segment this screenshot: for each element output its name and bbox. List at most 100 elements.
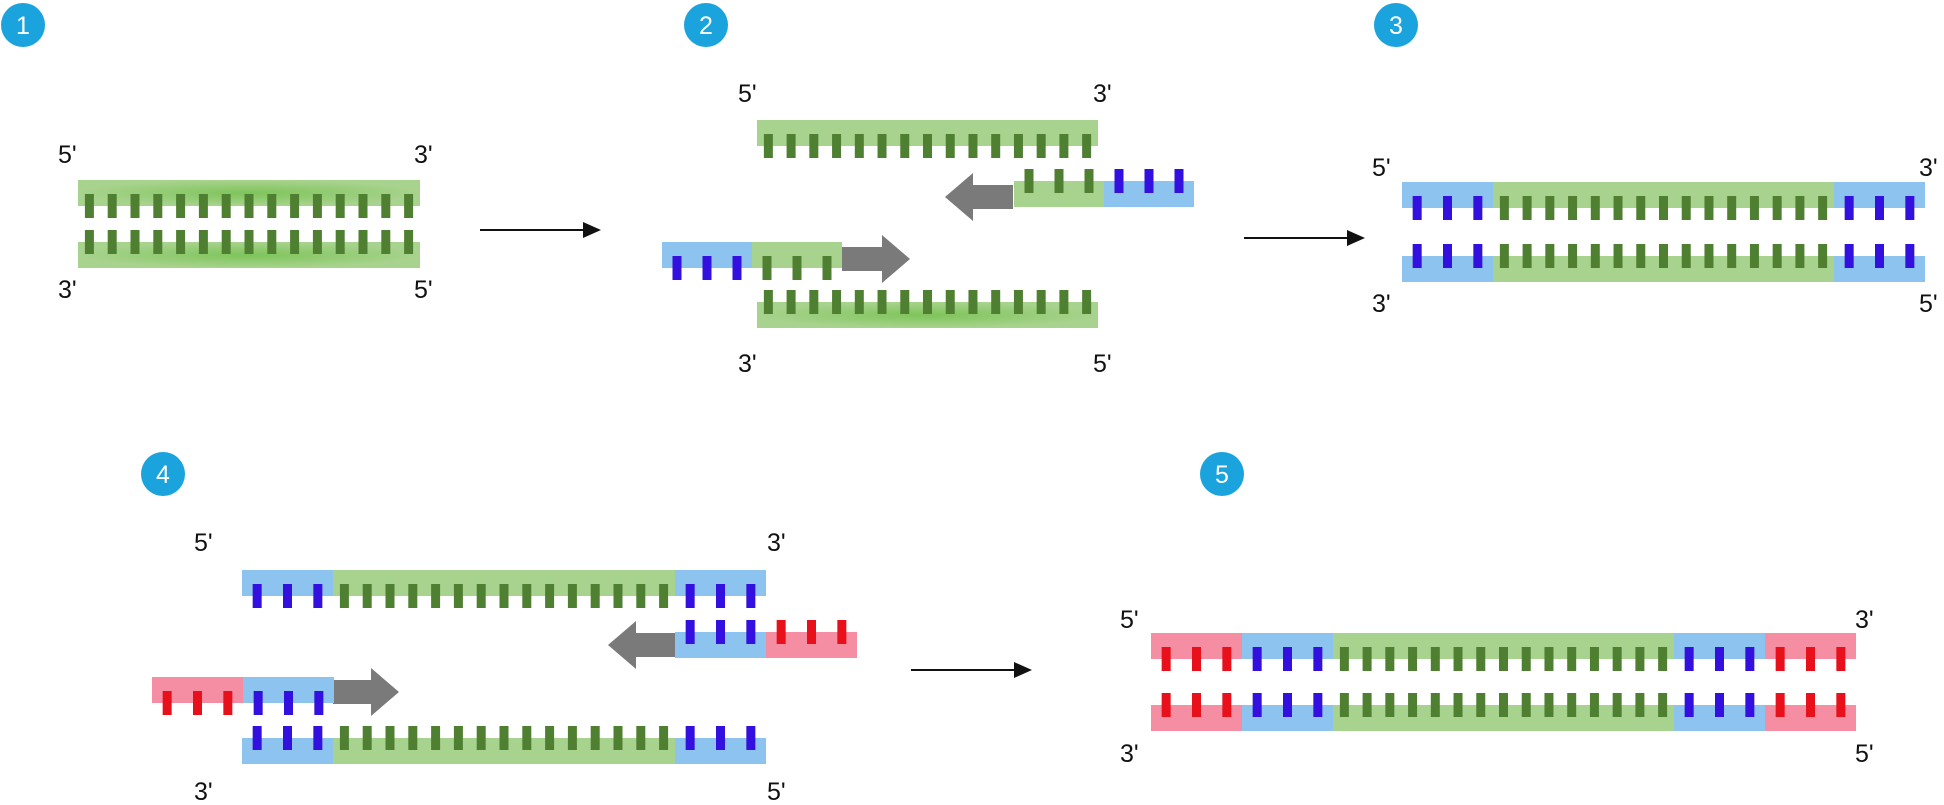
base-pair-tick xyxy=(685,584,695,608)
base-pair-tick xyxy=(244,230,254,254)
end-label: 3' xyxy=(1120,740,1139,768)
base-pair-tick xyxy=(1772,244,1782,268)
base-pair-tick xyxy=(968,290,978,314)
base-pair-tick xyxy=(923,290,932,314)
base-pair-tick xyxy=(613,584,623,608)
base-pair-tick xyxy=(404,194,414,218)
base-pair-tick xyxy=(807,620,816,644)
base-pair-tick xyxy=(522,584,532,608)
base-pair-tick xyxy=(284,691,293,715)
base-pair-tick xyxy=(1521,693,1531,717)
base-pair-tick xyxy=(1568,196,1578,220)
base-pair-tick xyxy=(1684,693,1694,717)
base-pair-tick xyxy=(716,726,725,750)
base-pair-tick xyxy=(590,584,600,608)
base-pair-tick xyxy=(1635,647,1645,671)
base-pair-tick xyxy=(153,230,163,254)
end-label: 3' xyxy=(194,778,213,805)
base-pair-tick xyxy=(1412,244,1422,268)
end-label: 5' xyxy=(414,276,433,304)
dna-strands xyxy=(78,120,1925,764)
base-pair-tick xyxy=(1875,196,1884,220)
base-pair-tick xyxy=(1192,647,1201,671)
base-pair-tick xyxy=(1192,693,1201,717)
base-pair-tick xyxy=(1036,290,1046,314)
base-pair-tick xyxy=(1521,647,1531,671)
base-pair-tick xyxy=(1568,244,1578,268)
base-pair-tick xyxy=(130,230,140,254)
base-pair-tick xyxy=(1681,196,1691,220)
base-pair-tick xyxy=(1252,647,1262,671)
base-pair-tick xyxy=(283,726,292,750)
base-pair-tick xyxy=(763,290,773,314)
base-pair-tick xyxy=(1362,693,1372,717)
base-pair-tick xyxy=(613,726,623,750)
process-arrow-3 xyxy=(911,662,1032,678)
base-pair-tick xyxy=(1453,693,1463,717)
base-pair-tick xyxy=(1499,244,1509,268)
base-pair-tick xyxy=(1775,693,1785,717)
base-pair-tick xyxy=(1590,244,1600,268)
base-pair-tick xyxy=(1795,244,1805,268)
base-pair-tick xyxy=(746,620,756,644)
base-pair-tick xyxy=(198,230,208,254)
base-pair-tick xyxy=(223,691,233,715)
base-pair-tick xyxy=(1476,647,1486,671)
base-pair-tick xyxy=(1174,169,1184,193)
base-pair-tick xyxy=(1013,290,1023,314)
base-pair-tick xyxy=(1339,647,1349,671)
base-pair-tick xyxy=(408,726,418,750)
base-pair-tick xyxy=(776,620,786,644)
step-badge-4: 4 xyxy=(141,452,185,496)
base-pair-tick xyxy=(221,194,231,218)
base-pair-tick xyxy=(381,194,391,218)
base-pair-tick xyxy=(176,230,186,254)
process-arrow-1 xyxy=(480,222,601,238)
base-pair-tick xyxy=(991,290,1001,314)
base-pair-tick xyxy=(1567,693,1577,717)
base-pair-tick xyxy=(1836,647,1846,671)
extension-arrow-right xyxy=(333,668,399,716)
base-pair-tick xyxy=(267,194,277,218)
base-pair-tick xyxy=(335,194,345,218)
process-arrow-2 xyxy=(1244,230,1365,246)
base-pair-tick xyxy=(431,584,441,608)
base-pair-tick xyxy=(786,290,796,314)
base-pair-tick xyxy=(1567,647,1577,671)
base-pair-tick xyxy=(1545,244,1555,268)
base-pair-tick xyxy=(1612,647,1622,671)
base-pair-tick xyxy=(1545,196,1555,220)
base-pair-tick xyxy=(792,256,802,280)
base-pair-tick xyxy=(1036,134,1046,158)
base-pair-tick xyxy=(991,134,1001,158)
base-pair-tick xyxy=(1499,693,1508,717)
base-pair-tick xyxy=(362,584,372,608)
base-pair-tick xyxy=(431,726,441,750)
base-pair-tick xyxy=(685,620,695,644)
base-pair-tick xyxy=(408,584,418,608)
base-pair-tick xyxy=(1499,196,1509,220)
base-pair-tick xyxy=(1283,647,1292,671)
step-number: 1 xyxy=(16,12,30,40)
base-pair-tick xyxy=(221,230,231,254)
end-label: 5' xyxy=(1372,154,1391,182)
base-pair-tick xyxy=(854,134,864,158)
base-pair-tick xyxy=(244,194,254,218)
base-pair-tick xyxy=(1659,196,1668,220)
base-pair-tick xyxy=(923,134,932,158)
base-pair-tick xyxy=(1473,196,1483,220)
end-label: 3' xyxy=(58,276,77,304)
base-pair-tick xyxy=(1589,693,1599,717)
end-label: 3' xyxy=(1093,80,1112,108)
base-pair-tick xyxy=(1385,693,1395,717)
base-pair-tick xyxy=(968,134,978,158)
base-pair-tick xyxy=(1453,647,1463,671)
end-label: 3' xyxy=(738,350,757,378)
base-pair-tick xyxy=(1082,290,1092,314)
base-pair-tick xyxy=(1339,693,1349,717)
base-pair-tick xyxy=(1715,693,1724,717)
base-pair-tick xyxy=(84,194,94,218)
base-pair-tick xyxy=(107,194,117,218)
base-pair-tick xyxy=(1161,693,1171,717)
base-pair-tick xyxy=(84,230,94,254)
